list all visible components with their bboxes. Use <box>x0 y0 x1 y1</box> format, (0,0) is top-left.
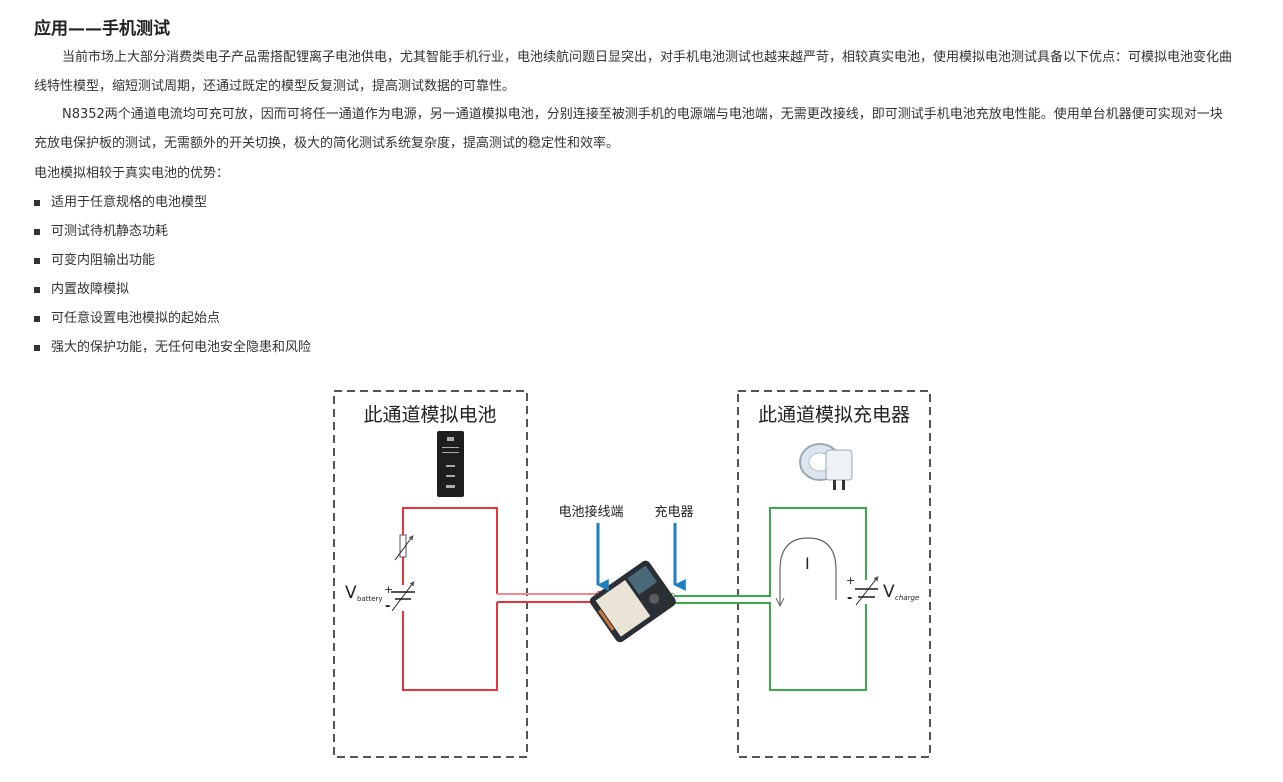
variable-battery-source-icon <box>391 581 415 612</box>
battery-channel-box <box>333 390 528 758</box>
v-battery-label: V <box>345 583 357 603</box>
bullet-icon <box>34 344 40 351</box>
charger-label: 充电器 <box>654 504 693 520</box>
charger-circuit <box>672 507 867 691</box>
list-item: 强大的保护功能，无任何电池安全隐患和风险 <box>34 333 311 362</box>
battery-terminal-label: 电池接线端 <box>558 504 623 520</box>
plus-sign: + <box>846 574 855 587</box>
current-loop-arrow <box>779 537 837 605</box>
intro-paragraph: 当前市场上大部分消费类电子产品需搭配锂离子电池供电，尤其智能手机行业，电池续航问… <box>34 50 1233 94</box>
bullet-icon <box>34 199 40 206</box>
list-item-text: 适用于任意规格的电池模型 <box>51 195 208 210</box>
bullet-icon <box>34 286 40 293</box>
bullet-icon <box>34 257 40 264</box>
battery-circuit <box>402 507 597 691</box>
list-item: 可变内阻输出功能 <box>34 246 311 275</box>
advantages-list: 适用于任意规格的电池模型 可测试待机静态功耗 可变内阻输出功能 内置故障模拟 可… <box>34 188 311 362</box>
list-item: 可任意设置电池模拟的起始点 <box>34 304 311 333</box>
minus-sign: - <box>385 599 390 614</box>
page-title: 应用——手机测试 <box>34 19 170 39</box>
advantages-heading: 电池模拟相较于真实电池的优势： <box>34 166 230 181</box>
list-item-text: 可任意设置电池模拟的起始点 <box>51 311 221 326</box>
list-item: 适用于任意规格的电池模型 <box>34 188 311 217</box>
list-item: 内置故障模拟 <box>34 275 311 304</box>
minus-sign: - <box>847 591 852 606</box>
charger-channel-box <box>737 390 931 758</box>
battery-icon <box>437 431 464 497</box>
list-item-text: 可测试待机静态功耗 <box>51 224 169 239</box>
charger-channel-label: 此通道模拟充电器 <box>758 404 910 426</box>
plus-sign: + <box>384 583 393 596</box>
bullet-icon <box>34 228 40 235</box>
list-item-text: 强大的保护功能，无任何电池安全隐患和风险 <box>51 340 312 355</box>
n8352-paragraph: N8352两个通道电流均可充可放，因而可将任一通道作为电源，另一通道模拟电池，分… <box>34 107 1223 151</box>
v-battery-subscript: battery <box>357 595 383 603</box>
variable-charge-source-icon <box>855 576 879 606</box>
variable-resistor-icon <box>394 534 414 561</box>
v-charge-label: V <box>883 582 895 602</box>
v-charge-subscript: charge <box>895 594 919 602</box>
current-label: I <box>805 554 810 573</box>
phone-board-icon <box>589 560 676 643</box>
list-item-text: 内置故障模拟 <box>51 282 130 297</box>
charger-icon <box>799 443 853 490</box>
list-item: 可测试待机静态功耗 <box>34 217 311 246</box>
bullet-icon <box>34 315 40 322</box>
battery-channel-label: 此通道模拟电池 <box>363 404 496 426</box>
list-item-text: 可变内阻输出功能 <box>51 253 156 268</box>
